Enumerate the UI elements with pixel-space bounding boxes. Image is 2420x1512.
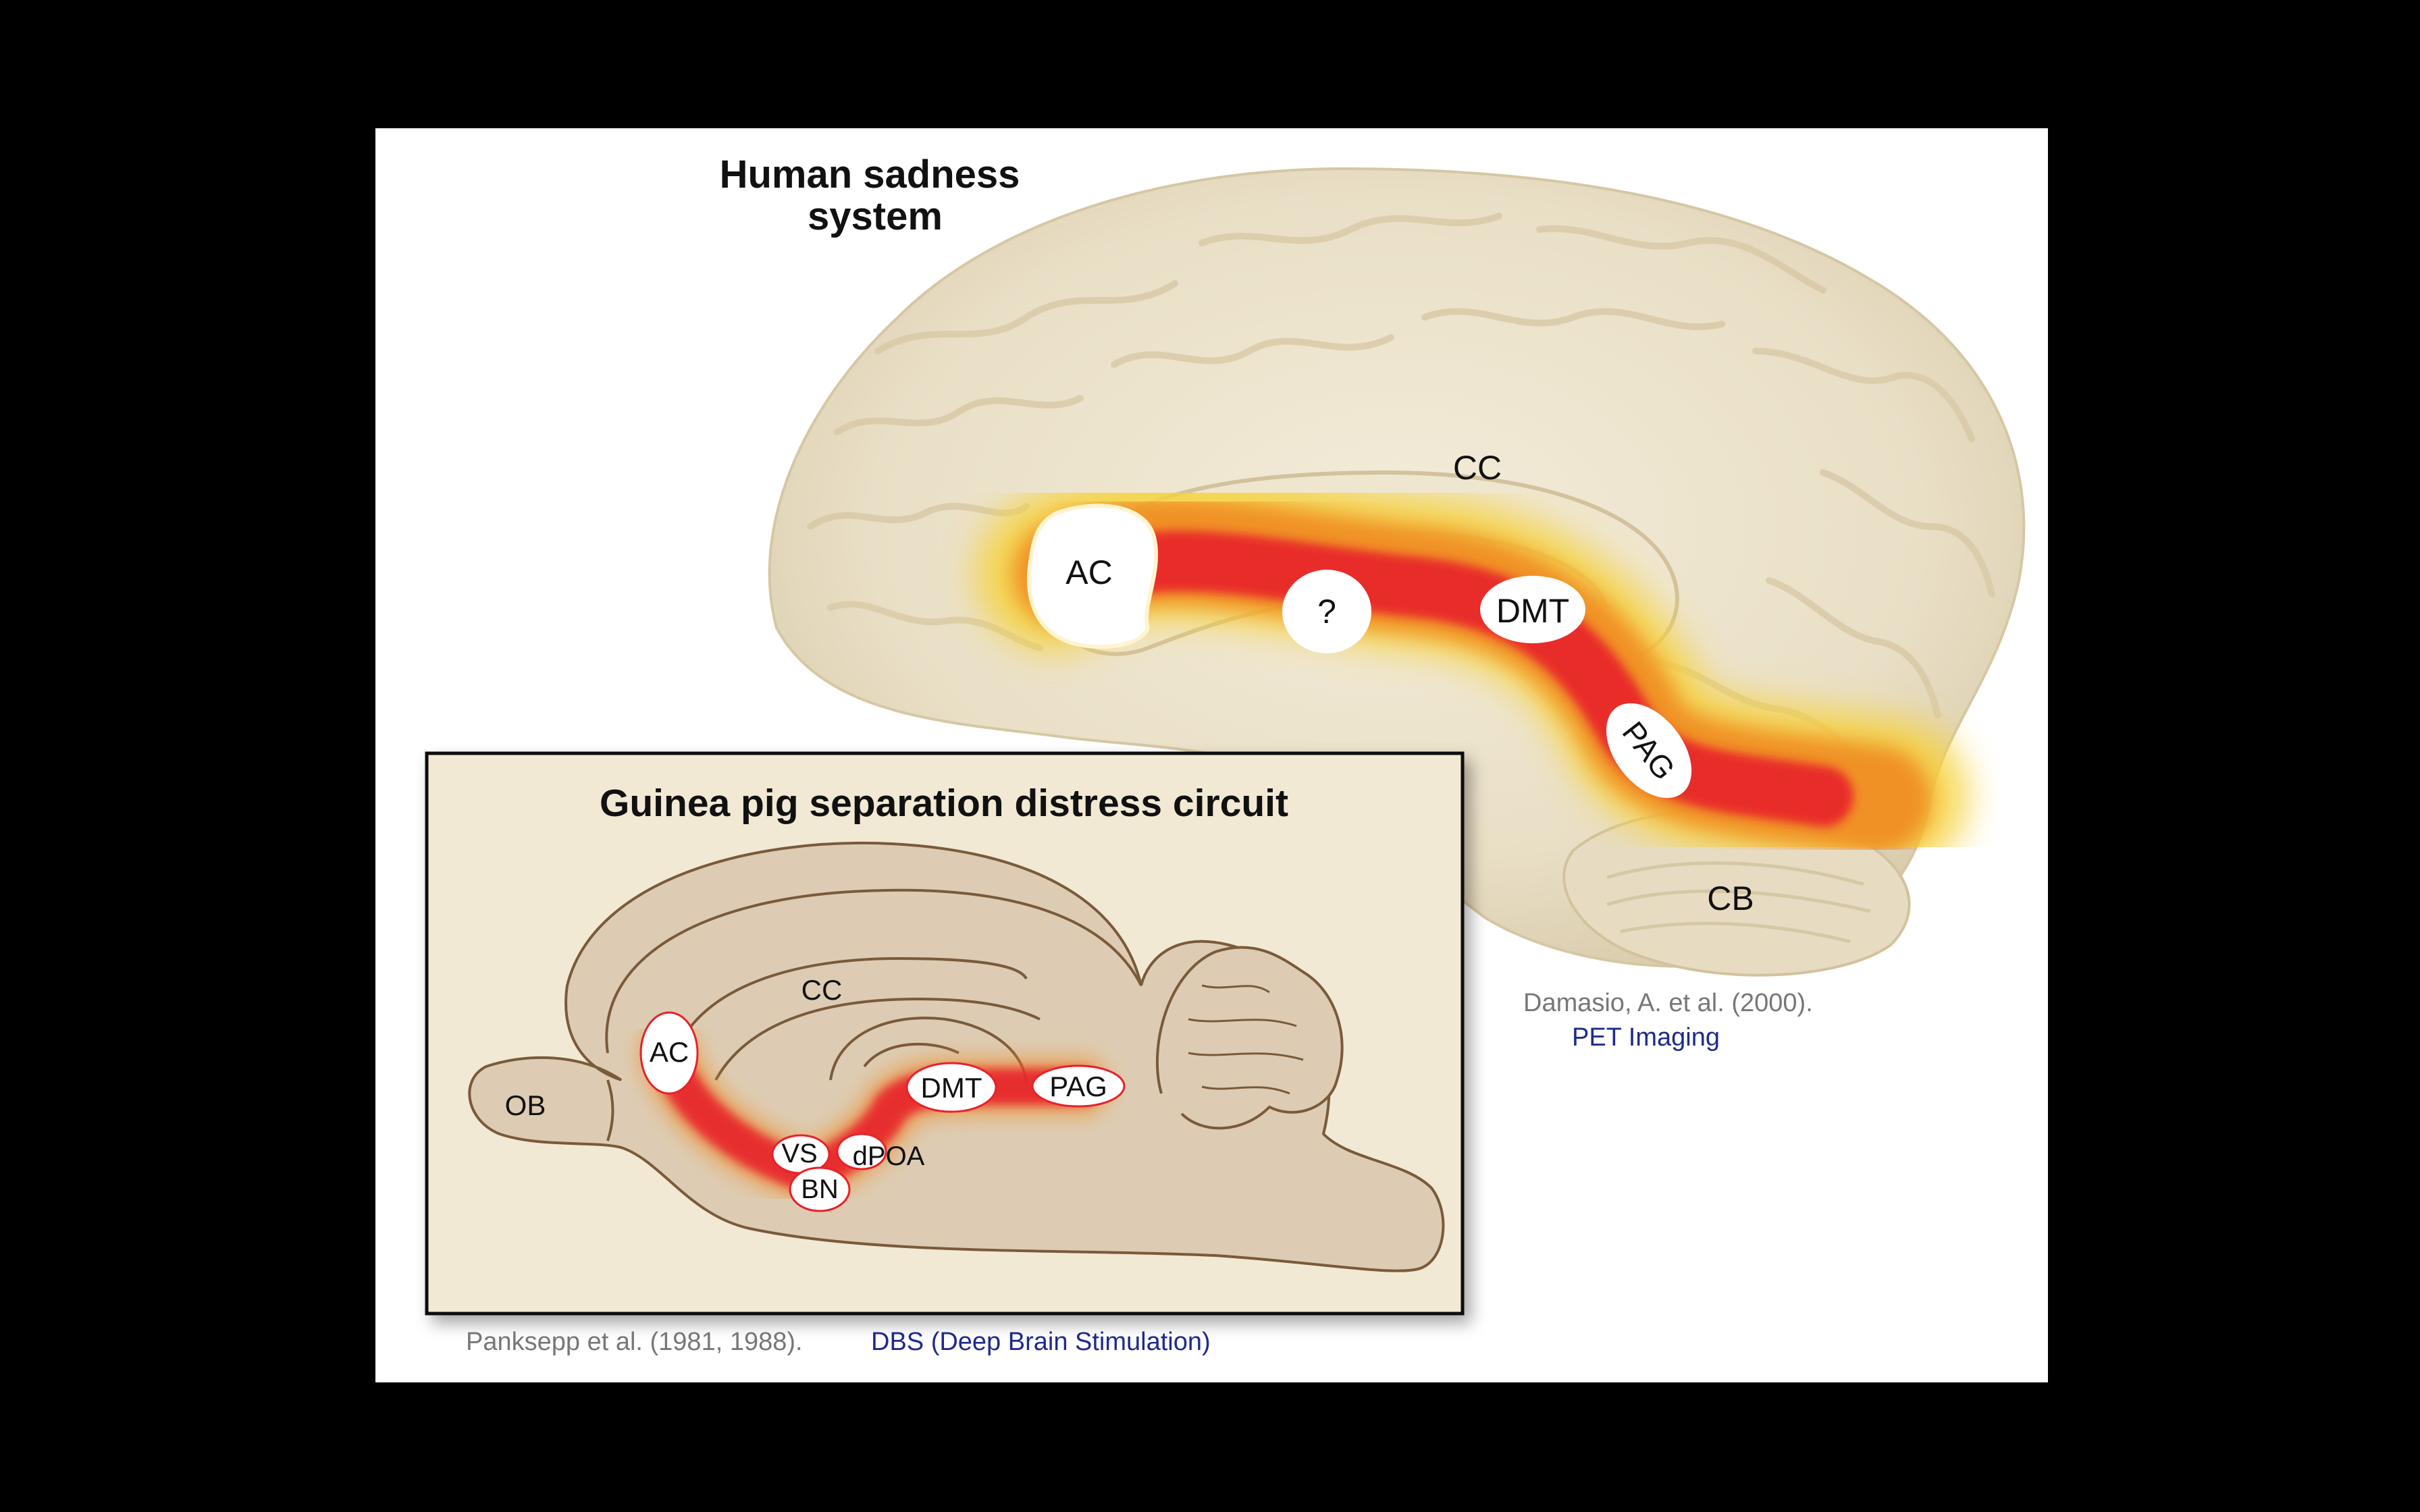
- inset-method: DBS (Deep Brain Stimulation): [871, 1328, 1211, 1356]
- human-ac-node: [1026, 504, 1159, 649]
- inset-citation: Panksepp et al. (1981, 1988).: [466, 1328, 803, 1356]
- guinea-label-bn: BN: [801, 1174, 839, 1204]
- guinea-cerebellum-folia: [1188, 984, 1304, 1095]
- guinea-thalamus-inner-line: [863, 1042, 959, 1068]
- human-dmt-node: [1480, 576, 1585, 643]
- guinea-label-dpoa: dPOA: [853, 1141, 925, 1171]
- guinea-label-ac: AC: [650, 1036, 689, 1068]
- human-citation: Damasio, A. et al. (2000).: [1523, 989, 1813, 1017]
- guinea-dmt-node: [905, 1062, 997, 1113]
- human-pag-node: [1606, 703, 1692, 799]
- human-label-cc: CC: [1453, 449, 1502, 487]
- guinea-ob-line: [606, 1079, 614, 1141]
- human-label-dmt: DMT: [1496, 592, 1569, 630]
- guinea-cc-inner-line: [714, 997, 1041, 1081]
- guinea-label-dmt: DMT: [921, 1072, 982, 1104]
- human-title-line1: Human sadness: [720, 153, 1020, 196]
- guinea-label-vs: VS: [781, 1139, 817, 1168]
- human-method: PET Imaging: [1572, 1023, 1720, 1052]
- guinea-pag-node: [1031, 1064, 1126, 1108]
- guinea-cc-line: [674, 956, 1028, 1054]
- guinea-thalamus-line: [829, 1017, 1028, 1087]
- guinea-ac-node: [639, 1011, 699, 1095]
- inset-title: Guinea pig separation distress circuit: [600, 782, 1288, 825]
- human-question-node: [1282, 570, 1371, 653]
- human-label-question: ?: [1317, 593, 1336, 630]
- guinea-cerebellum: [1156, 946, 1344, 1130]
- guinea-label-cc: CC: [801, 974, 843, 1006]
- guinea-dpoa-node: [836, 1133, 887, 1170]
- human-label-cb: CB: [1707, 880, 1754, 917]
- guinea-distress-heatmap: [638, 1023, 1111, 1205]
- human-label-ac: AC: [1066, 554, 1112, 591]
- human-brain-illustration: [768, 167, 2026, 977]
- guinea-pig-inset: [425, 751, 1465, 1316]
- cerebellum-folia: [1606, 861, 1871, 944]
- guinea-cortex-line: [605, 888, 1142, 1054]
- guinea-label-ob: OB: [505, 1089, 546, 1121]
- guinea-bn-node: [789, 1166, 851, 1212]
- human-title-line2: system: [808, 194, 943, 238]
- guinea-label-pag: PAG: [1049, 1071, 1107, 1102]
